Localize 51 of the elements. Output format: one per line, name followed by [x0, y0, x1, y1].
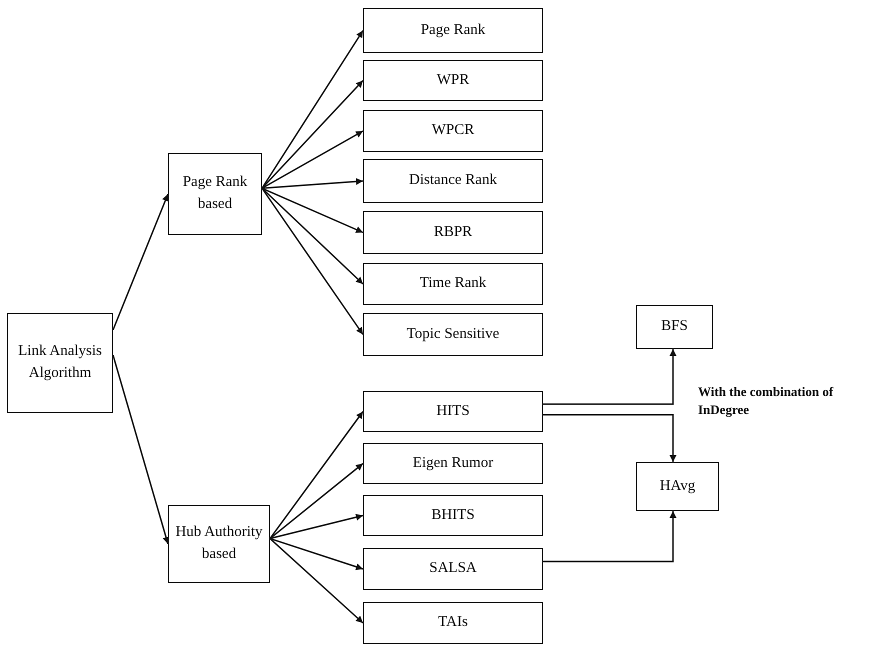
category-box — [168, 153, 262, 235]
arrow — [269, 411, 364, 539]
node-text: WPCR — [432, 121, 474, 140]
node-text: Topic Sensitive — [406, 324, 500, 344]
node-text: Distance Rank — [409, 171, 497, 190]
arrow — [112, 354, 170, 544]
node-text: HITS — [436, 402, 470, 421]
node-text: BHITS — [431, 506, 475, 525]
arrow — [261, 80, 364, 189]
algorithm-box — [363, 263, 543, 305]
node-text: HAvg — [660, 476, 696, 496]
arrow — [270, 538, 364, 570]
arrow — [262, 178, 364, 189]
node-text: TAIs — [438, 613, 468, 632]
algorithm-box — [363, 391, 543, 432]
node-text: Page Rank — [420, 20, 486, 40]
algorithm-box — [363, 211, 543, 254]
arrow — [543, 511, 676, 562]
algorithm-box — [363, 8, 543, 53]
arrow — [261, 188, 364, 285]
node-text: BFS — [661, 317, 688, 336]
node-text: RBPR — [434, 222, 472, 242]
algorithm-box — [363, 110, 543, 152]
algorithm-box — [363, 495, 543, 536]
algorithm-box — [636, 462, 719, 511]
arrow — [112, 194, 169, 330]
node-text: SALSA — [429, 559, 477, 578]
arrow — [262, 130, 364, 189]
node-text: WPR — [436, 70, 470, 90]
algorithm-box — [363, 602, 543, 644]
algorithm-box — [363, 443, 543, 484]
node-text: Hub Authority based — [174, 523, 264, 564]
arrow — [261, 188, 364, 335]
algorithm-box — [363, 60, 543, 101]
root-box — [7, 313, 113, 413]
node-text: Page Rank based — [182, 173, 248, 214]
node-text: Time Rank — [420, 274, 486, 294]
node-text: Eigen Rumor — [412, 454, 494, 473]
arrow — [543, 349, 676, 405]
node-text: Link Analysis Algorithm — [17, 342, 103, 383]
algorithm-box — [363, 159, 543, 203]
arrow — [270, 462, 364, 540]
algorithm-box — [363, 313, 543, 356]
arrow — [262, 188, 364, 234]
arrow — [261, 30, 364, 189]
algorithm-box — [636, 305, 713, 349]
arrow — [270, 514, 364, 540]
arrow — [270, 538, 364, 624]
category-box — [168, 505, 270, 583]
algorithm-box — [363, 548, 543, 590]
arrow — [543, 414, 676, 462]
